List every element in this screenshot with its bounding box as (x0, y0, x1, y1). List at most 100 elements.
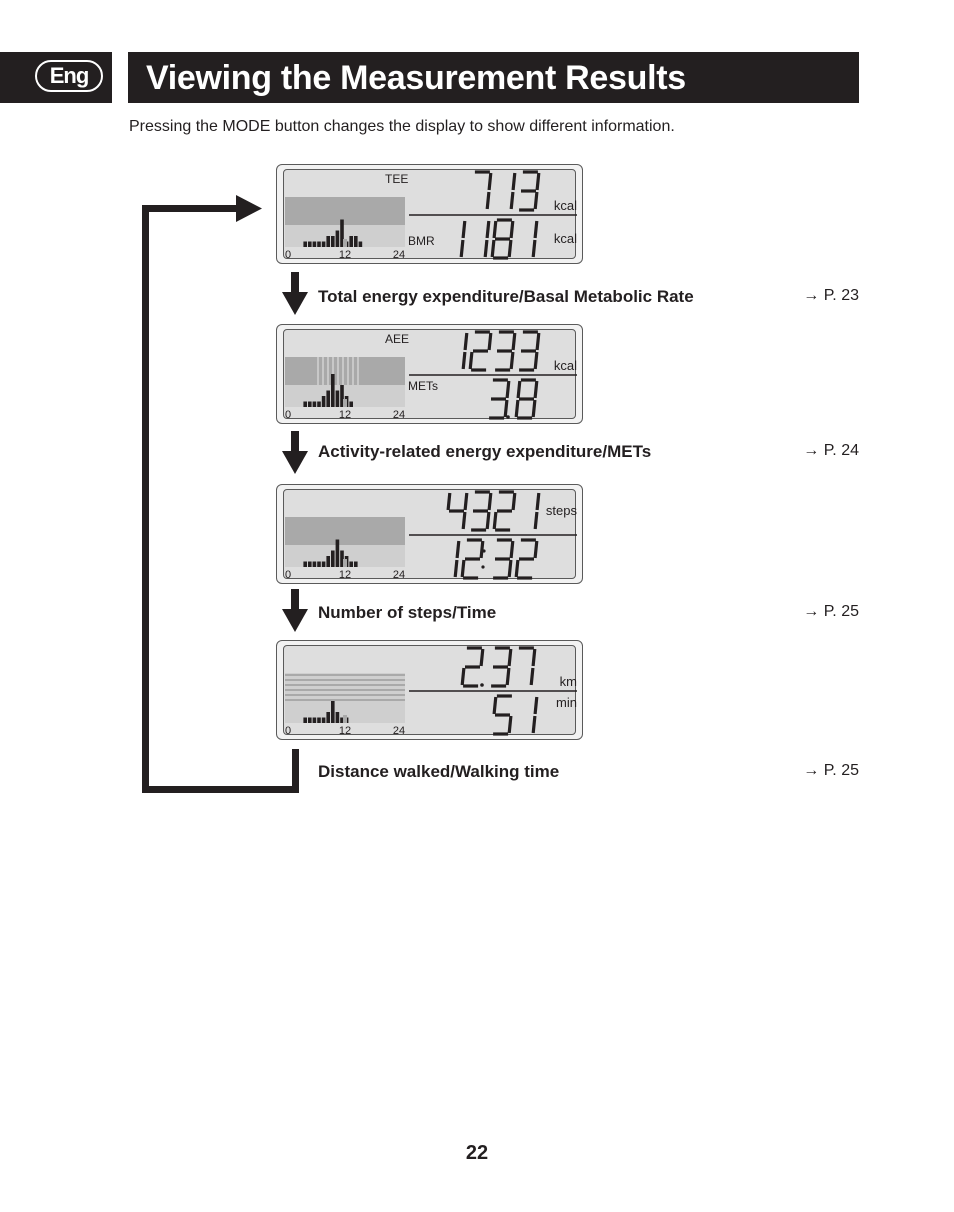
graph-bar (331, 236, 335, 247)
caption-distance-time: Distance walked/Walking time (318, 762, 560, 781)
axis-tick-label: 24 (393, 725, 405, 737)
graph-shade (285, 197, 405, 225)
graph-bar (358, 241, 363, 247)
decimal-point (506, 415, 510, 419)
axis-tick-label: 12 (339, 725, 351, 737)
colon-dot (481, 565, 485, 569)
top-unit: kcal (554, 358, 577, 373)
lcd-digit (495, 330, 517, 372)
graph-bar (326, 390, 330, 407)
page-ref: → P. 23 (803, 287, 859, 304)
graph-bar (331, 701, 335, 723)
down-arrow-icon (282, 272, 308, 315)
lcd-digit (493, 538, 515, 580)
graph-bar (326, 556, 330, 567)
decimal-point (480, 683, 484, 687)
bottom-unit: min (556, 695, 577, 710)
lcd-digit (461, 332, 469, 370)
graph-stripe (327, 357, 329, 385)
lcd-digit (514, 538, 539, 580)
lcd-digit (492, 490, 517, 532)
loop-line-bottom (142, 786, 299, 793)
graph-bar (303, 241, 307, 247)
graph-shade (285, 673, 405, 723)
graph-bar (335, 712, 340, 723)
top-unit: steps (546, 503, 578, 518)
graph-bar-current (343, 715, 347, 723)
lcd-digit (459, 220, 467, 258)
loop-line-top (142, 205, 240, 212)
graph-bar (303, 561, 307, 567)
down-arrow-icon (282, 589, 308, 632)
graph-bar-current (343, 239, 347, 247)
lcd-digit (453, 540, 461, 578)
page-title: Viewing the Measurement Results (146, 59, 686, 97)
lcd-digit (483, 220, 491, 258)
graph-stripe (352, 357, 354, 385)
down-arrow-icon (282, 431, 308, 474)
caption-tee-bmr: Total energy expenditure/Basal Metabolic… (318, 287, 694, 306)
graph-bar (349, 561, 353, 567)
graph-bar (303, 401, 307, 407)
graph-bar (321, 241, 326, 247)
loop-line-right (292, 749, 299, 793)
lcd-digit (490, 218, 515, 260)
bottom-label: METs (408, 379, 438, 393)
lcd-digit (460, 538, 485, 580)
axis-tick-label: 0 (285, 249, 291, 261)
graph-bar (312, 561, 317, 567)
axis-tick-label: 24 (393, 249, 405, 261)
graph-bar (335, 539, 340, 567)
axis-tick-label: 12 (339, 569, 351, 581)
graph-bar (317, 241, 321, 247)
page-number: 22 (465, 1142, 489, 1164)
lcd-digit (492, 694, 513, 736)
graph-stripe (337, 357, 339, 385)
graph-shade (285, 357, 405, 385)
intro-text: Pressing the MODE button changes the dis… (129, 118, 675, 135)
graph-bar (340, 219, 344, 247)
graph-bar (340, 717, 344, 723)
lcd-digit (446, 492, 469, 530)
title-bar (128, 52, 859, 103)
graph-bar (331, 374, 335, 407)
top-unit: km (560, 674, 577, 689)
graph-bar (303, 717, 307, 723)
graph-bar (321, 561, 326, 567)
axis-tick-label: 0 (285, 409, 291, 421)
top-label: AEE (385, 332, 409, 346)
lcd-digit (509, 172, 517, 210)
lcd-digit (468, 330, 493, 372)
graph-stripe (332, 357, 334, 385)
graph-bar (349, 401, 353, 407)
graph-bar (321, 717, 326, 723)
graph-stripe (342, 357, 344, 385)
graph-bar (308, 401, 312, 407)
graph-bar (326, 236, 330, 247)
graph-bar (317, 561, 321, 567)
graph-shade (285, 517, 405, 545)
graph-bar (354, 236, 358, 247)
axis-tick-label: 12 (339, 409, 351, 421)
graph-bar (349, 236, 353, 247)
axis-tick-label: 12 (339, 249, 351, 261)
lcd-digit (491, 646, 513, 688)
graph-bar (317, 401, 321, 407)
loop-arrowhead-icon (236, 195, 262, 222)
lcd-digit (514, 378, 539, 420)
graph-bar (335, 390, 340, 407)
lcd-digit (489, 378, 511, 420)
lcd-digit (531, 696, 539, 734)
lcd-digit (519, 330, 541, 372)
axis-tick-label: 0 (285, 569, 291, 581)
loop-line-left (142, 205, 149, 793)
graph-bar (312, 241, 317, 247)
graph-bar (308, 561, 312, 567)
page-ref: → P. 25 (803, 762, 859, 779)
graph-bar (308, 241, 312, 247)
language-badge: Eng (35, 60, 103, 92)
